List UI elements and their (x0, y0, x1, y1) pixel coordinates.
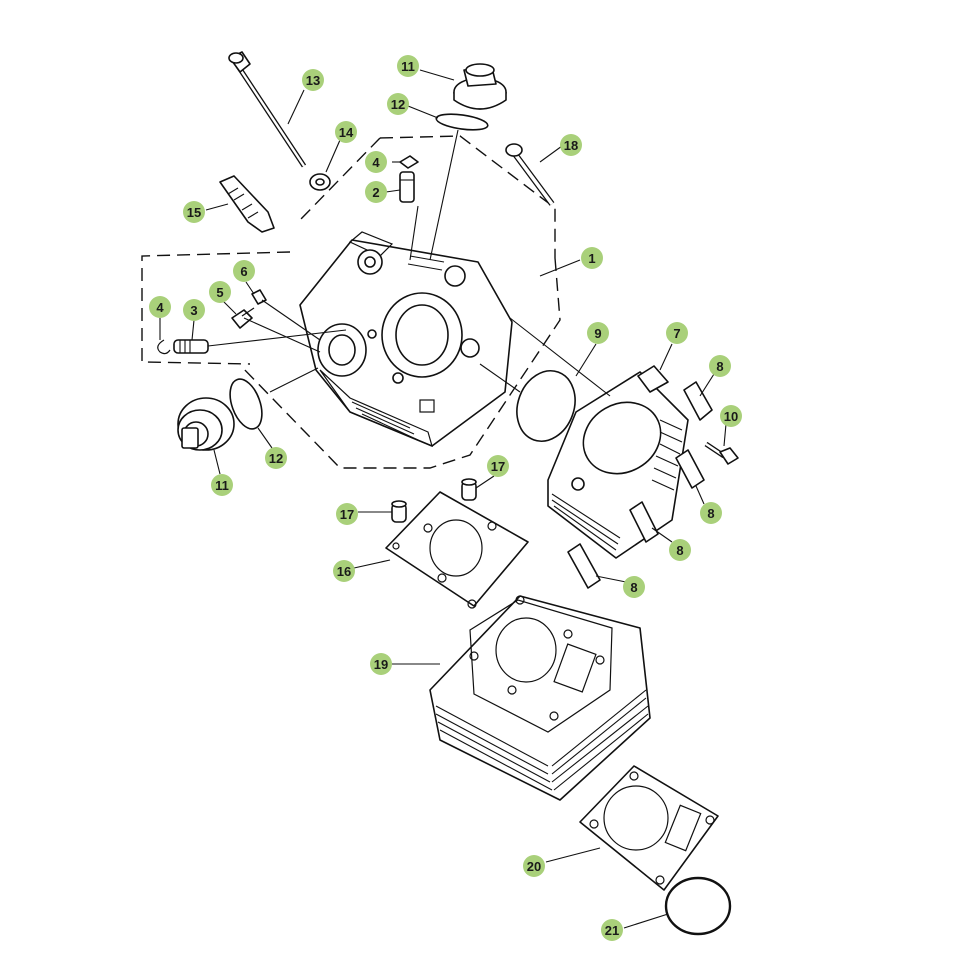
callout-label: 12 (391, 97, 405, 112)
cylinder-bolt-part (505, 143, 555, 206)
callouts: 13 14 11 12 4 2 18 1 15 6 5 3 4 11 12 9 … (149, 55, 742, 941)
callout-12-side: 12 (265, 447, 287, 469)
callout-4-top: 4 (365, 151, 387, 173)
callout-label: 20 (527, 859, 541, 874)
small-bolt-part (231, 307, 255, 329)
callout-1: 1 (581, 247, 603, 269)
callout-label: 2 (372, 185, 379, 200)
fin-pad-2-part (675, 449, 705, 489)
callout-label: 6 (240, 264, 247, 279)
callout-8-b: 8 (700, 502, 722, 524)
callout-16: 16 (333, 560, 355, 582)
callout-label: 9 (594, 326, 601, 341)
callout-14: 14 (335, 121, 357, 143)
callout-8-a: 8 (709, 355, 731, 377)
callout-8-d: 8 (623, 576, 645, 598)
callout-11-top: 11 (397, 55, 419, 77)
cylinder-block-part (429, 595, 651, 801)
valve-tappet-part (399, 171, 415, 203)
side-o-ring-part (229, 378, 263, 430)
callout-label: 12 (269, 451, 283, 466)
callout-18: 18 (560, 134, 582, 156)
callout-label: 15 (187, 205, 201, 220)
callout-label: 3 (190, 303, 197, 318)
callout-7: 7 (666, 322, 688, 344)
callout-17-left: 17 (336, 503, 358, 525)
left-cotter-part (157, 339, 171, 355)
fin-pad-3-part (629, 501, 659, 543)
head-cover-o-ring-part (516, 370, 576, 442)
fin-pad-4-part (567, 543, 601, 589)
valve-cotter-part (399, 155, 419, 169)
callout-10: 10 (720, 405, 742, 427)
callout-2: 2 (365, 181, 387, 203)
callout-label: 11 (401, 59, 415, 74)
callout-label: 5 (216, 285, 223, 300)
callout-label: 14 (339, 125, 354, 140)
top-cap-part (453, 63, 507, 110)
callout-17-right: 17 (487, 455, 509, 477)
callout-label: 4 (156, 300, 164, 315)
callout-4-left: 4 (149, 296, 171, 318)
head-gasket-part (385, 491, 529, 609)
callout-12-top: 12 (387, 93, 409, 115)
callout-label: 8 (630, 580, 637, 595)
callout-label: 18 (564, 138, 578, 153)
callout-label: 10 (724, 409, 738, 424)
cylinder-head-part (299, 231, 513, 448)
callout-13: 13 (302, 69, 324, 91)
dowel-right-part (461, 478, 477, 501)
callout-5: 5 (209, 281, 231, 303)
side-cap-part (177, 397, 235, 451)
callout-label: 7 (673, 326, 680, 341)
valve-adjuster-part (173, 339, 209, 354)
callout-20: 20 (523, 855, 545, 877)
callout-label: 17 (340, 507, 354, 522)
fin-pad-1-part (683, 381, 713, 421)
callout-label: 17 (491, 459, 505, 474)
washer-part (309, 173, 331, 191)
callout-label: 11 (215, 478, 229, 493)
callout-label: 8 (676, 543, 683, 558)
finned-head-cover-part (547, 365, 689, 559)
callout-8-c: 8 (669, 539, 691, 561)
callout-label: 19 (374, 657, 388, 672)
callout-3: 3 (183, 299, 205, 321)
base-o-ring-part (664, 876, 732, 936)
base-gasket-part (579, 765, 719, 891)
callout-label: 8 (716, 359, 723, 374)
callout-label: 1 (588, 251, 595, 266)
callout-label: 13 (306, 73, 320, 88)
callout-6: 6 (233, 260, 255, 282)
callout-15: 15 (183, 201, 205, 223)
callout-11-side: 11 (211, 474, 233, 496)
callout-label: 8 (707, 506, 714, 521)
callout-9: 9 (587, 322, 609, 344)
head-bolt-part (228, 51, 307, 168)
top-o-ring-part (435, 113, 489, 131)
callout-label: 16 (337, 564, 351, 579)
callout-21: 21 (601, 919, 623, 941)
dowel-left-part (391, 500, 407, 523)
leader-lines (159, 69, 727, 929)
spark-plug-part (219, 175, 275, 233)
callout-label: 4 (372, 155, 380, 170)
cover-bolt-part (704, 441, 739, 465)
callout-label: 21 (605, 923, 619, 938)
callout-19: 19 (370, 653, 392, 675)
assembly-outline (141, 135, 561, 469)
